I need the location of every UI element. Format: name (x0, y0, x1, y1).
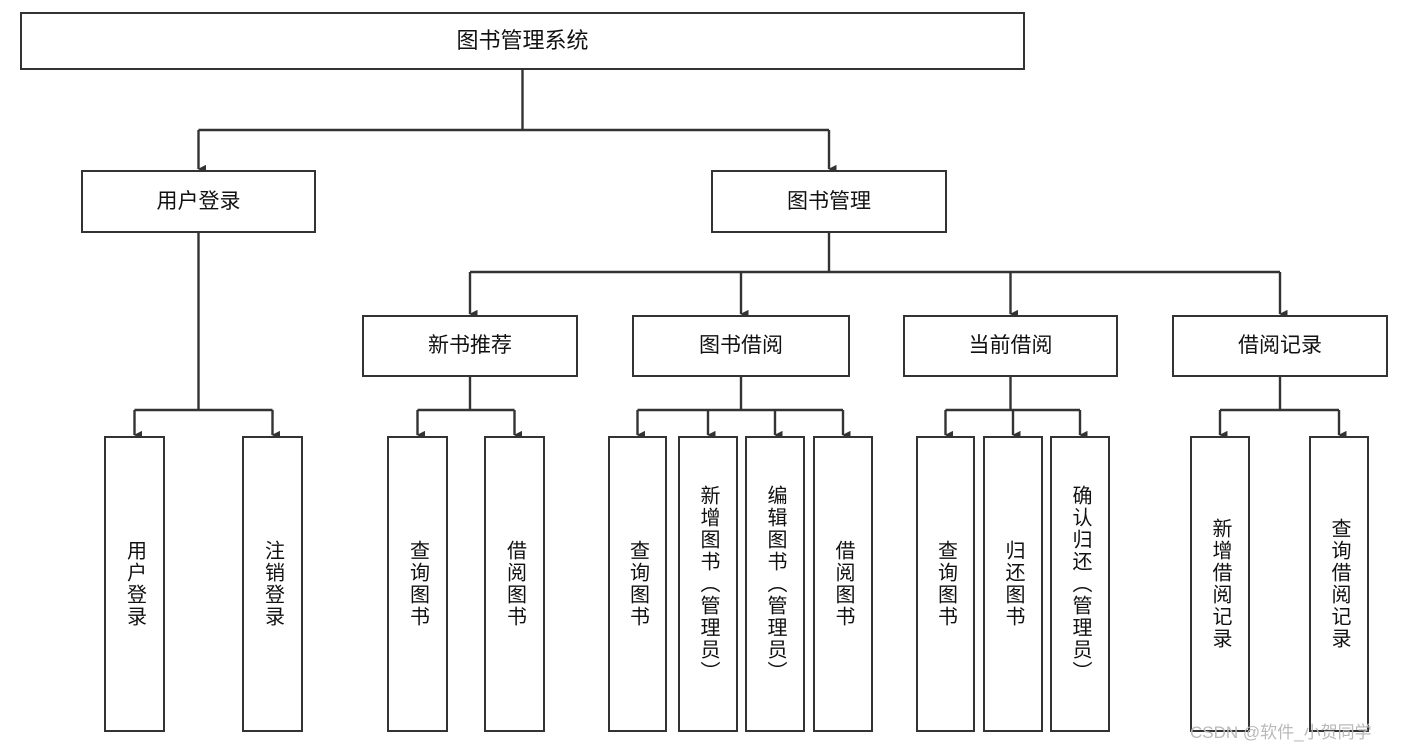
node-l2-manage[interactable]: 图书管理 (711, 170, 947, 233)
node-leaf-4[interactable]: 借阅图书 (484, 436, 545, 732)
node-label: 编辑图书（管理员） (764, 485, 786, 683)
node-l3-borrow[interactable]: 图书借阅 (632, 315, 850, 377)
node-label: 查询图书 (406, 540, 429, 628)
node-label: 图书管理系统 (456, 27, 589, 53)
node-label: 当前借阅 (968, 334, 1053, 358)
node-leaf-9[interactable]: 查询图书 (916, 436, 975, 732)
node-label: 查询图书 (934, 540, 957, 628)
node-label: 借阅图书 (503, 540, 526, 628)
node-l3-record[interactable]: 借阅记录 (1172, 315, 1388, 377)
node-label: 确认归还（管理员） (1069, 485, 1091, 683)
node-label: 注销登录 (261, 540, 284, 628)
node-label: 图书借阅 (699, 334, 783, 358)
node-label: 借阅图书 (832, 540, 854, 628)
node-leaf-12[interactable]: 新增借阅记录 (1190, 436, 1250, 732)
node-leaf-5[interactable]: 查询图书 (608, 436, 667, 732)
node-label: 借阅记录 (1238, 334, 1322, 358)
node-label: 新增借阅记录 (1209, 518, 1231, 650)
node-leaf-2[interactable]: 注销登录 (242, 436, 303, 732)
node-l2-login[interactable]: 用户登录 (81, 170, 316, 233)
node-label: 查询图书 (626, 540, 649, 628)
node-leaf-3[interactable]: 查询图书 (387, 436, 448, 732)
node-root[interactable]: 图书管理系统 (20, 12, 1025, 70)
node-label: 用户登录 (123, 540, 146, 628)
node-leaf-11[interactable]: 确认归还（管理员） (1050, 436, 1110, 732)
node-leaf-6[interactable]: 新增图书（管理员） (678, 436, 738, 732)
node-l3-new[interactable]: 新书推荐 (362, 315, 578, 377)
node-label: 归还图书 (1002, 540, 1024, 628)
node-label: 新书推荐 (428, 334, 512, 358)
node-label: 用户登录 (156, 189, 241, 213)
node-leaf-13[interactable]: 查询借阅记录 (1309, 436, 1369, 732)
node-leaf-7[interactable]: 编辑图书（管理员） (745, 436, 805, 732)
node-label: 查询借阅记录 (1328, 518, 1350, 650)
node-l3-current[interactable]: 当前借阅 (903, 315, 1118, 377)
node-label: 新增图书（管理员） (697, 485, 719, 683)
node-leaf-10[interactable]: 归还图书 (983, 436, 1043, 732)
node-leaf-1[interactable]: 用户登录 (104, 436, 165, 732)
edge-group (133, 70, 1347, 440)
node-label: 图书管理 (787, 189, 871, 213)
node-leaf-8[interactable]: 借阅图书 (813, 436, 873, 732)
